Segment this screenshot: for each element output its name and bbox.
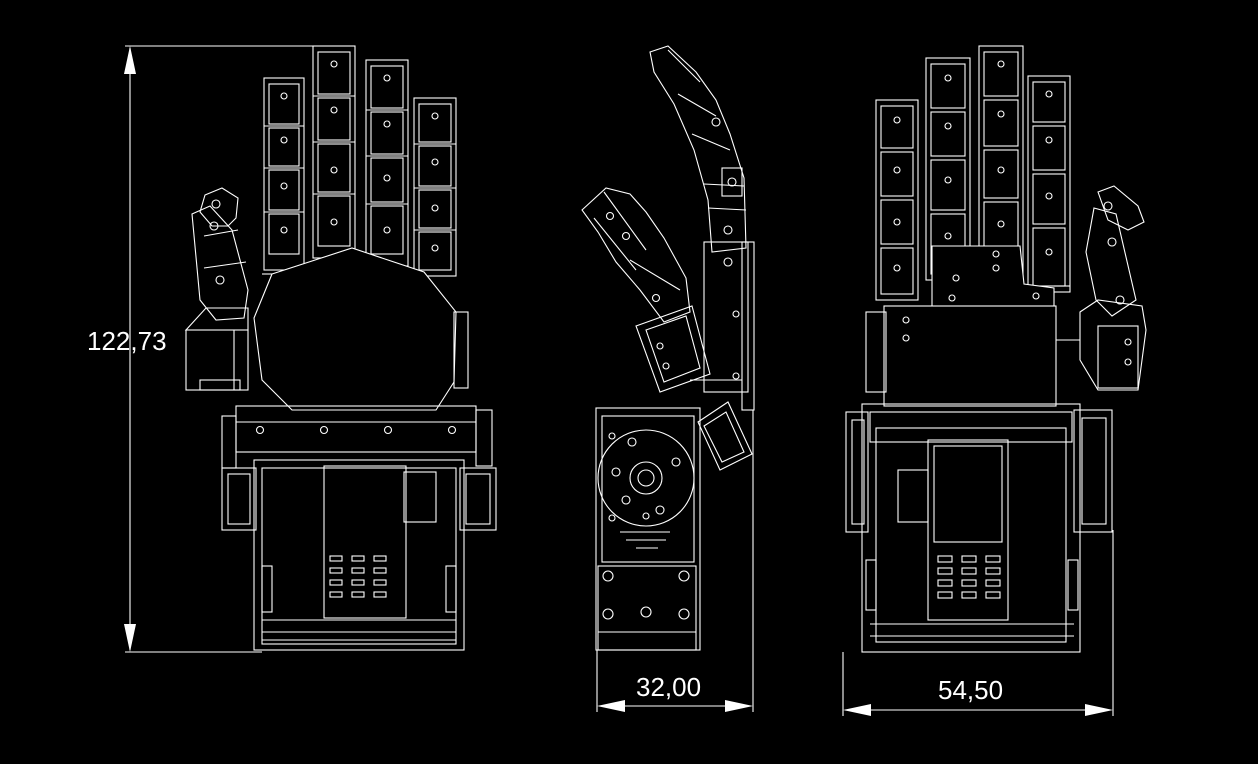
back-finger-3 [978, 45, 1024, 277]
side-width-dimension: 32,00 [596, 410, 754, 712]
back-view [845, 45, 1147, 653]
front-servo-body [221, 459, 497, 651]
back-thumb [1056, 185, 1147, 391]
side-width-label: 32,00 [636, 672, 701, 702]
back-palm-plate [865, 245, 1070, 407]
side-servo [595, 401, 753, 651]
front-finger-4 [413, 97, 457, 277]
back-width-dimension: 54,50 [842, 530, 1114, 716]
back-finger-1 [875, 99, 919, 301]
back-servo-body [845, 403, 1113, 653]
back-finger-4 [1027, 75, 1071, 293]
height-dimension-label: 122,73 [87, 326, 167, 356]
front-wrist-plate [221, 405, 493, 469]
front-view [184, 45, 497, 651]
back-width-label: 54,50 [938, 675, 1003, 705]
front-finger-3 [365, 59, 409, 267]
side-thumb [581, 187, 742, 393]
height-dimension: 122,73 [87, 45, 318, 653]
side-view [581, 45, 755, 651]
side-back-plate [703, 241, 755, 411]
front-thumb [184, 187, 249, 391]
side-finger [649, 45, 747, 253]
front-finger-2 [312, 45, 356, 259]
front-palm [253, 247, 469, 411]
front-finger-1 [263, 77, 305, 271]
